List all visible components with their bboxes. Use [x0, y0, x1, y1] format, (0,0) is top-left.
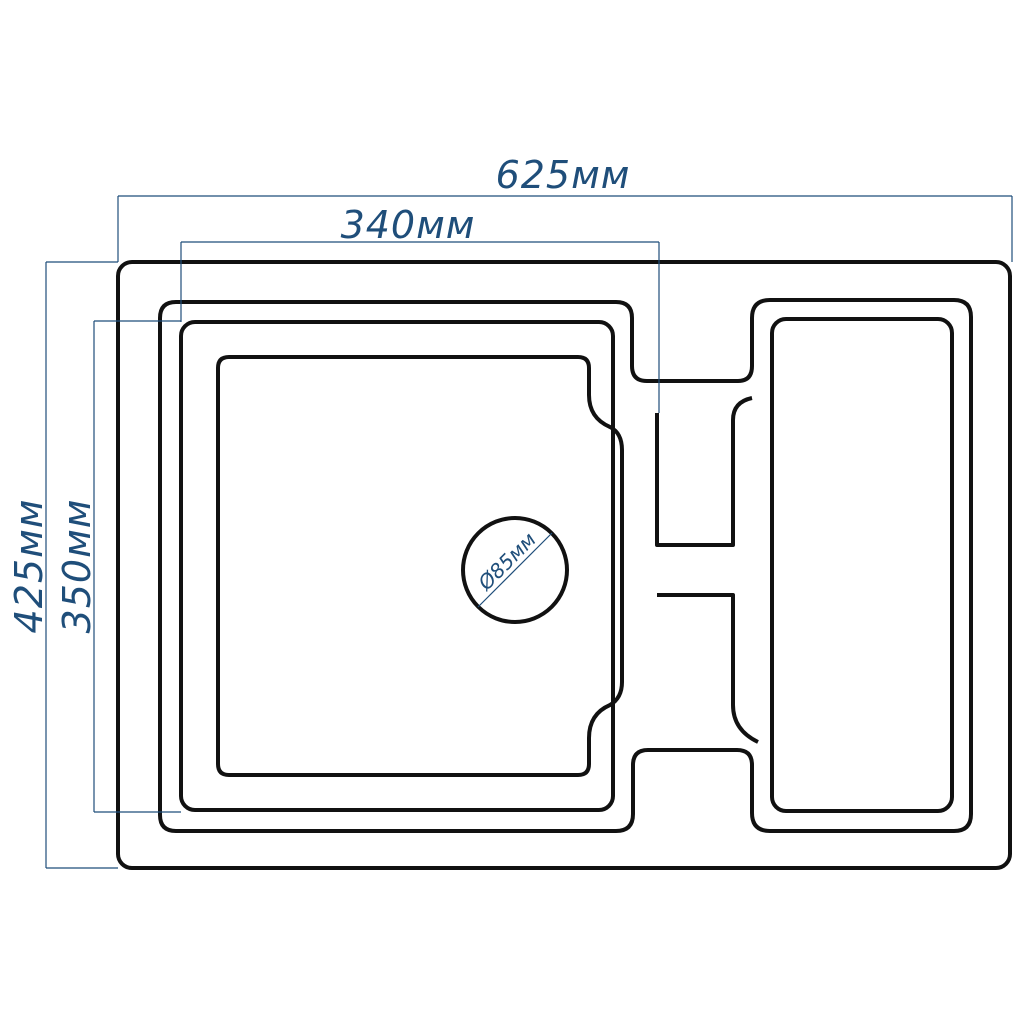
bowl-floor: [216, 355, 624, 777]
dimension-labels: 625мм 340мм 425мм 350мм Ø85мм: [7, 153, 631, 634]
label-drain-diameter: Ø85мм: [473, 527, 541, 595]
drainboard-tray: [770, 317, 954, 813]
label-bowl-height: 350мм: [55, 499, 99, 634]
neck-channel-top: [655, 396, 753, 547]
main-bowl: [179, 320, 615, 812]
neck-channel-bottom: [657, 593, 759, 744]
sink-rim: [158, 298, 973, 833]
drain-hole: [461, 516, 569, 624]
label-total-width: 625мм: [496, 153, 631, 197]
label-bowl-width: 340мм: [341, 203, 476, 247]
outer-frame: [116, 260, 1012, 870]
dimension-lines: [45, 195, 1013, 869]
sink-outline: [116, 260, 1012, 870]
label-total-height: 425мм: [7, 499, 51, 634]
dim-line-drain: [477, 532, 553, 608]
